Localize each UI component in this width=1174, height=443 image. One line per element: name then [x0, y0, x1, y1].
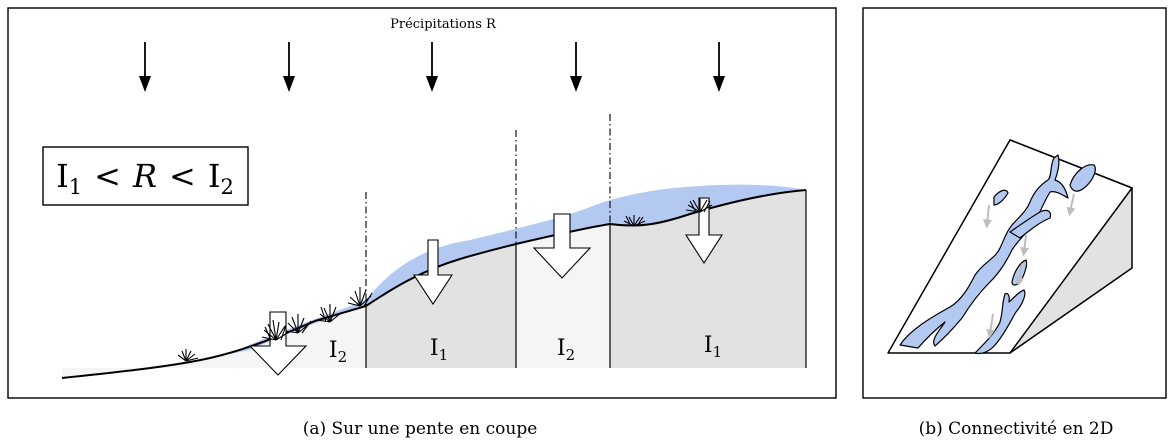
- infiltration-arrows: [248, 197, 724, 376]
- ground-surface-line: [61, 189, 807, 379]
- water-channel-main: [899, 154, 1069, 349]
- flow-arrow: [1020, 234, 1029, 257]
- infiltration-arrow-medium: [684, 197, 724, 265]
- water-channels: [899, 154, 1096, 355]
- infiltration-arrow-large: [532, 213, 592, 279]
- rain-arrow: [139, 42, 151, 92]
- panel-b: (b) Connectivité en 2D: [862, 7, 1167, 439]
- zone-label-3: I2: [557, 336, 575, 364]
- eq-lt-1: <: [94, 157, 121, 195]
- grass-tuft: [316, 304, 342, 323]
- zone-label-4: I1: [704, 333, 722, 361]
- caption-b: (b) Connectivité en 2D: [919, 419, 1114, 439]
- eq-i1-sub: 1: [69, 175, 82, 199]
- flow-arrow: [1015, 263, 1025, 287]
- rain-arrow: [283, 42, 295, 92]
- infiltration-arrow-medium: [412, 239, 454, 306]
- caption-a: (a) Sur une pente en coupe: [303, 419, 538, 439]
- soil-zone-i1-b: [610, 190, 806, 368]
- grass-tuft: [347, 287, 373, 307]
- eq-i1-letter: I: [56, 157, 69, 195]
- soil-zone-i1-a: [366, 244, 516, 368]
- precipitation-title: Précipitations R: [390, 17, 497, 32]
- eq-r: R: [132, 157, 157, 195]
- flow-arrow: [1066, 193, 1076, 217]
- rain-arrow: [426, 42, 438, 92]
- eq-i2-letter: I: [208, 157, 221, 195]
- panel-a: Précipitations R I1<R<I2 I2 I1 I2 I1 (a)…: [7, 7, 837, 439]
- eq-i2-sub: 2: [221, 175, 234, 199]
- vegetation-tufts: [177, 198, 713, 362]
- rain-arrows: [139, 42, 725, 92]
- equation: I1<R<I2: [56, 157, 234, 199]
- grass-tuft: [285, 314, 312, 334]
- soil-zone-i2-b: [516, 224, 610, 368]
- water-channel-branch: [1009, 209, 1052, 239]
- infiltration-arrow-large: [248, 311, 308, 376]
- eq-lt-2: <: [169, 157, 196, 195]
- water-channel-upper-branch: [993, 189, 1009, 206]
- grass-tuft: [623, 215, 646, 227]
- flow-arrow: [986, 313, 996, 339]
- flow-arrow: [982, 204, 992, 229]
- flow-arrows: [982, 193, 1076, 339]
- water-channel-lower: [974, 289, 1026, 355]
- rain-arrow: [570, 42, 582, 92]
- grass-tuft: [685, 198, 713, 213]
- water-pool-top: [1069, 164, 1096, 192]
- zone-label-2: I1: [430, 336, 448, 364]
- grass-tuft: [261, 319, 290, 341]
- rain-arrow: [713, 42, 725, 92]
- grass-tuft: [177, 349, 199, 362]
- zone-label-1: I2: [329, 338, 347, 366]
- equation-box: [42, 146, 249, 206]
